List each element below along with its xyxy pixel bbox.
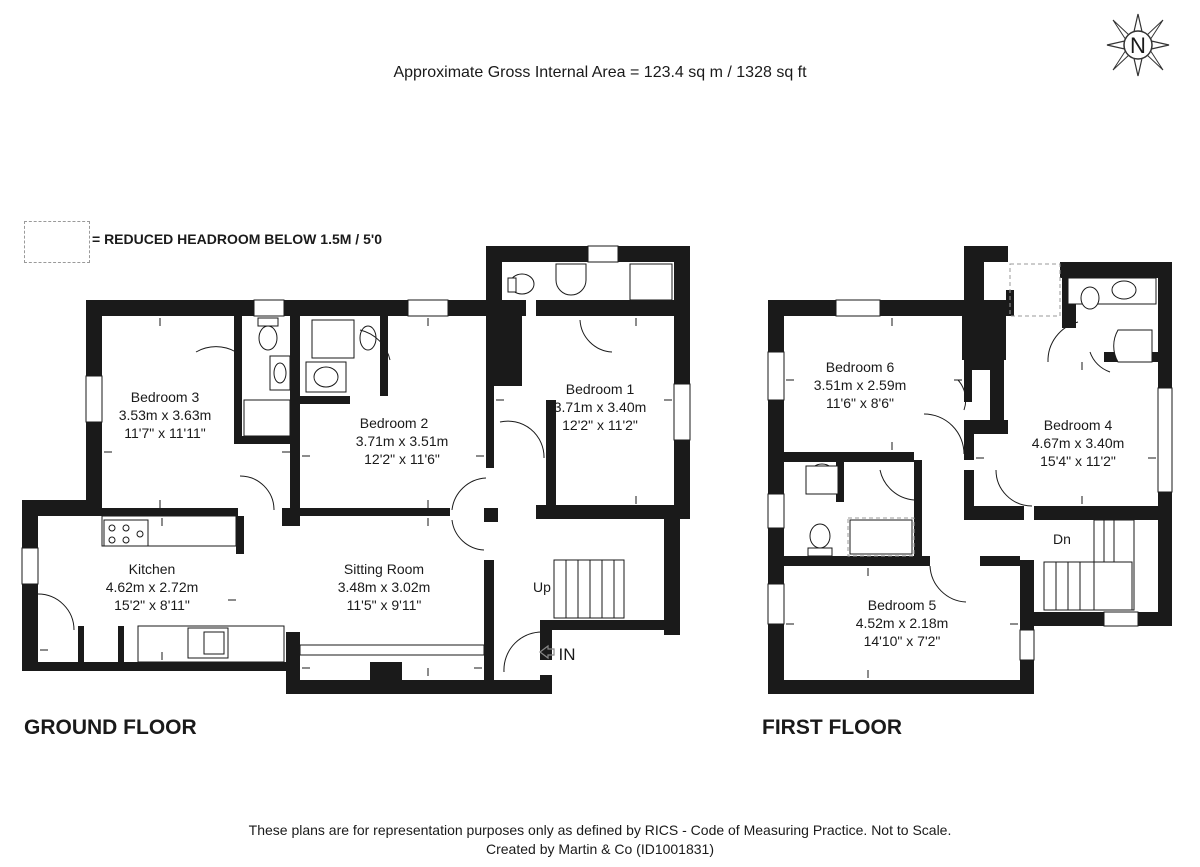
ground-floor-room-labels: Bedroom 3 3.53m x 3.63m 11'7" x 11'11" B… [106, 381, 647, 664]
first-floor-windows [767, 299, 1173, 661]
stairs-up-label: Up [533, 579, 551, 595]
bedroom-1-name: Bedroom 1 [566, 381, 635, 397]
ground-floor-windows [21, 245, 691, 663]
bedroom-5-name: Bedroom 5 [868, 597, 937, 613]
bedroom-5-metric: 4.52m x 2.18m [856, 615, 949, 631]
kitchen-imperial: 15'2" x 8'11" [114, 597, 190, 613]
reduced-headroom-legend-text: = REDUCED HEADROOM BELOW 1.5M / 5'0 [92, 231, 382, 247]
first-floor-title: FIRST FLOOR [762, 716, 902, 739]
bedroom-4-imperial: 15'4" x 11'2" [1040, 453, 1116, 469]
bedroom-5-imperial: 14'10" x 7'2" [864, 633, 941, 649]
first-floor-fixtures [805, 277, 1157, 603]
sitting-room-name: Sitting Room [344, 561, 424, 577]
first-floor-reduced-headroom [847, 263, 1061, 557]
ground-floor-stairs [553, 559, 625, 619]
sitting-room-metric: 3.48m x 3.02m [338, 579, 431, 595]
disclaimer-line-1: These plans are for representation purpo… [248, 822, 952, 838]
ground-floor-plan [22, 246, 690, 694]
disclaimer-line-2: Created by Martin & Co (ID1001831) [485, 841, 714, 857]
gross-internal-area: Approximate Gross Internal Area = 123.4 … [393, 64, 807, 81]
bedroom-1-metric: 3.71m x 3.40m [554, 399, 647, 415]
bathroom-fixtures [37, 263, 673, 673]
bedroom-6-imperial: 11'6" x 8'6" [826, 395, 894, 411]
bedroom-2-name: Bedroom 2 [360, 415, 429, 431]
bedroom-3-imperial: 11'7" x 11'11" [124, 425, 205, 441]
entrance-arrow-icon [539, 644, 555, 660]
bedroom-6-name: Bedroom 6 [826, 359, 895, 375]
bedroom-4-metric: 4.67m x 3.40m [1032, 435, 1125, 451]
kitchen-metric: 4.62m x 2.72m [106, 579, 199, 595]
entrance-label: IN [559, 645, 576, 664]
reduced-headroom-legend-swatch [24, 221, 90, 263]
kitchen-name: Kitchen [129, 561, 176, 577]
kitchen-counters [101, 515, 237, 659]
ground-floor-title: GROUND FLOOR [24, 716, 197, 739]
bedroom-3-name: Bedroom 3 [131, 389, 200, 405]
bedroom-6-metric: 3.51m x 2.59m [814, 377, 907, 393]
first-floor-stairs [1043, 519, 1135, 611]
stairs-down-label: Dn [1053, 531, 1071, 547]
compass-icon: N [1106, 13, 1170, 77]
sitting-room-imperial: 11'5" x 9'11" [347, 597, 422, 613]
bedroom-4-name: Bedroom 4 [1044, 417, 1113, 433]
dimension-markers [40, 318, 1156, 678]
bedroom-2-metric: 3.71m x 3.51m [356, 433, 449, 449]
first-floor-room-labels: Bedroom 6 3.51m x 2.59m 11'6" x 8'6" Bed… [814, 359, 1125, 649]
bedroom-3-metric: 3.53m x 3.63m [119, 407, 212, 423]
disclaimer: These plans are for representation purpo… [249, 821, 952, 859]
bedroom-1-imperial: 12'2" x 11'2" [562, 417, 638, 433]
bedroom-2-imperial: 12'2" x 11'6" [364, 451, 440, 467]
svg-text:N: N [1130, 33, 1146, 58]
